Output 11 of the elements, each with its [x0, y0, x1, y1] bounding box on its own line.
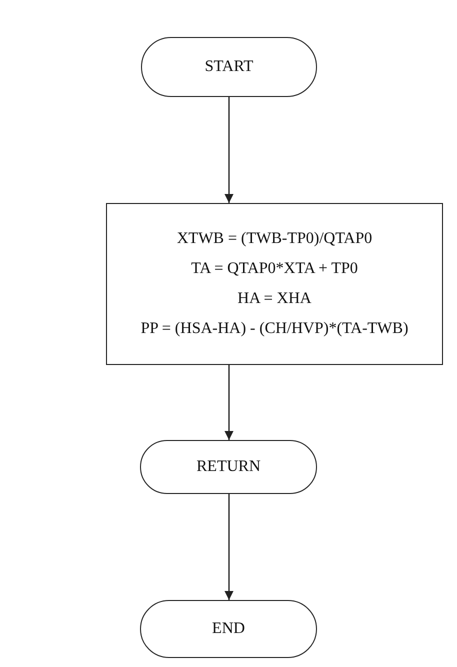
arrow: [224, 97, 234, 203]
terminal-label: START: [204, 58, 254, 76]
arrow: [224, 494, 234, 600]
arrow: [224, 365, 234, 440]
terminal-label: RETURN: [196, 458, 260, 476]
equation-text: XTWB = (TWB-TP0)/QTAP0: [176, 230, 372, 248]
terminal-label: END: [212, 620, 245, 638]
equation-text: HA = XHA: [238, 290, 312, 308]
equation-text: PP = (HSA-HA) - (CH/HVP)*(TA-TWB): [140, 320, 408, 338]
equation-text: TA = QTAP0*XTA + TP0: [191, 260, 358, 278]
process-box: [106, 203, 443, 365]
